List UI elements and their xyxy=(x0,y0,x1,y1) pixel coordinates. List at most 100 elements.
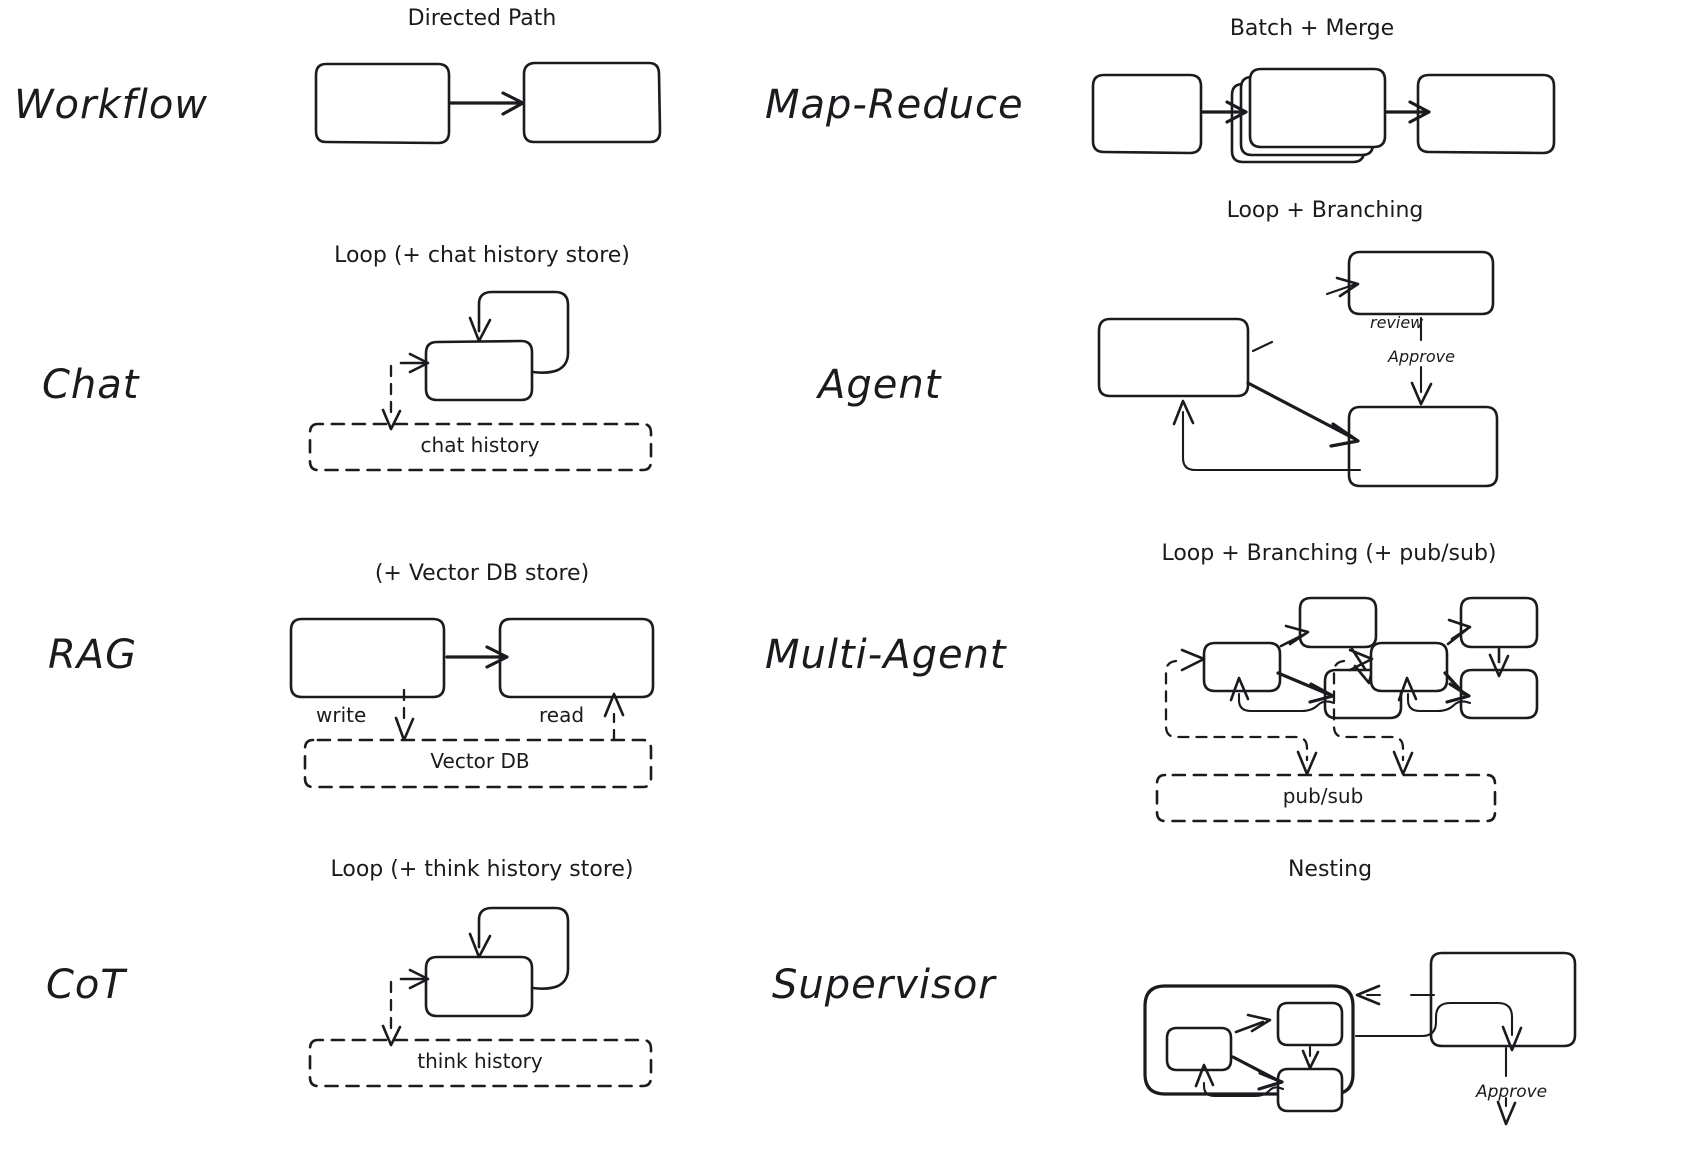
caption-cot: Loop (+ think history store) xyxy=(330,857,634,882)
caption-map-reduce: Batch + Merge xyxy=(1229,16,1395,41)
arrow-draft-to-summarize-loop xyxy=(1181,410,1362,472)
arrowhead-history-to-chat xyxy=(408,352,430,374)
multi-agent-group xyxy=(1155,596,1539,823)
edge-label-write: write xyxy=(316,703,367,727)
row-label-workflow: Workflow xyxy=(14,82,209,128)
arrowhead-summarize-to-draft-agent xyxy=(1329,422,1360,448)
row-label-multi-agent: Multi-Agent xyxy=(765,632,1007,678)
store-box-think-history[interactable] xyxy=(308,1038,653,1088)
node-box-review[interactable] xyxy=(1347,250,1495,316)
rag-group xyxy=(289,617,655,789)
ma2-arrowhead-right-to-left-loop xyxy=(1397,676,1418,702)
ma2-node-box-top[interactable] xyxy=(1459,596,1539,649)
arrowhead-reject xyxy=(1355,984,1381,1006)
self-loop-chat xyxy=(477,290,570,374)
arrow-summarize-to-draft-agent xyxy=(1246,381,1355,440)
node-box-map-chunks[interactable] xyxy=(1091,73,1203,155)
arrowhead-summarize-to-reduce xyxy=(1408,100,1431,124)
arrowhead-summarize-to-draft xyxy=(501,91,525,116)
arrowhead-need-review xyxy=(1335,276,1360,298)
arrowhead-map-to-summarize xyxy=(1225,100,1248,124)
caption-agent: Loop + Branching xyxy=(1226,198,1424,223)
edge-label-read: read xyxy=(539,703,585,727)
ma2-arrowhead-top-to-right xyxy=(1488,653,1510,678)
sup-arrow-bottom-to-left-loop xyxy=(1202,1081,1285,1098)
store-box-pub-sub[interactable] xyxy=(1155,773,1497,823)
arrowhead-draft-to-summarize-loop xyxy=(1172,399,1195,426)
row-label-chat: Chat xyxy=(42,362,140,408)
node-box-answer-questions[interactable] xyxy=(498,617,655,699)
agent-group xyxy=(1097,250,1499,488)
ma1-node-box-top[interactable] xyxy=(1298,596,1378,649)
chat-group xyxy=(308,290,653,472)
arrowhead-chat-to-history xyxy=(381,408,402,431)
cot-group xyxy=(308,906,653,1088)
sup-arrowhead-left-to-top xyxy=(1246,1013,1272,1033)
self-loop-cot xyxy=(477,906,570,990)
ma2-arrowhead-dashed-down xyxy=(1392,750,1414,776)
node-box-reduce-summaries[interactable] xyxy=(1416,73,1556,155)
arrowhead-upload-to-answer xyxy=(485,645,509,669)
arrow-need-review-2 xyxy=(1325,282,1358,296)
arrow-need-review xyxy=(1251,340,1274,353)
caption-chat: Loop (+ chat history store) xyxy=(334,243,630,268)
arrowhead-container-to-supervise xyxy=(1501,1025,1523,1052)
store-box-chat-history[interactable] xyxy=(308,422,653,472)
arrow-container-to-supervise xyxy=(1354,1001,1514,1038)
arrowhead-history-to-think xyxy=(408,968,430,990)
node-box-think[interactable] xyxy=(424,955,534,1018)
ma2-dashed-pubsub-loop xyxy=(1332,659,1405,762)
caption-supervisor: Nesting xyxy=(1287,857,1373,882)
sup-arrowhead-top-to-bottom xyxy=(1301,1049,1320,1070)
ma1-arrowhead-left-to-top xyxy=(1284,624,1310,646)
edge-label-approve-agent: Approve xyxy=(1388,347,1455,366)
ma1-dashed-pubsub-loop xyxy=(1164,659,1309,762)
map-reduce-group xyxy=(1091,67,1556,164)
ma1-arrow-right-to-left-loop xyxy=(1237,692,1336,713)
ma2-node-box-left[interactable] xyxy=(1369,641,1449,693)
node-box-draft-reply-workflow[interactable] xyxy=(522,61,662,144)
node-box-summarize-email-workflow[interactable] xyxy=(314,62,451,145)
sup-node-box-left[interactable] xyxy=(1165,1026,1233,1072)
node-box-summarize-email-agent[interactable] xyxy=(1097,317,1250,398)
edge-label-need-review-2: review xyxy=(1370,313,1424,332)
row-label-map-reduce: Map-Reduce xyxy=(765,82,1024,128)
node-box-summarize-chunk[interactable] xyxy=(1248,67,1387,149)
ma1-node-box-left[interactable] xyxy=(1202,641,1282,693)
arrowhead-read-from-vectordb xyxy=(603,692,625,718)
arrowhead-self-loop-cot xyxy=(468,932,492,959)
row-label-cot: CoT xyxy=(46,962,126,1008)
ma1-arrowhead-dashed-down xyxy=(1296,750,1318,776)
store-box-vector-db[interactable] xyxy=(303,738,653,789)
arrowhead-self-loop-chat xyxy=(468,316,492,343)
supervisor-group xyxy=(1143,951,1577,1126)
caption-multi-agent: Loop + Branching (+ pub/sub) xyxy=(1161,541,1497,566)
row-label-agent: Agent xyxy=(818,362,942,408)
edge-label-approve-sup: Approve xyxy=(1476,1082,1548,1102)
sup-arrow-left-to-top xyxy=(1234,1020,1265,1034)
node-box-upload-documents[interactable] xyxy=(289,617,446,699)
node-box-draft-reply-agent[interactable] xyxy=(1347,405,1499,488)
node-box-chat[interactable] xyxy=(424,339,534,402)
ma2-arrowhead-dashed-in xyxy=(1348,648,1374,672)
ma1-arrowhead-dashed-in xyxy=(1180,648,1206,672)
arrowhead-approve-agent xyxy=(1410,381,1433,406)
ma2-arrowhead-left-to-top xyxy=(1447,618,1472,641)
arrowhead-write-to-vectordb xyxy=(394,716,415,742)
row-label-supervisor: Supervisor xyxy=(772,962,996,1008)
sup-node-box-top[interactable] xyxy=(1276,1001,1344,1047)
caption-workflow: Directed Path xyxy=(407,6,557,31)
sup-node-box-bottom[interactable] xyxy=(1276,1067,1344,1113)
node-box-supervise[interactable] xyxy=(1429,951,1577,1048)
workflow-group xyxy=(314,61,662,145)
ma2-node-box-right[interactable] xyxy=(1459,668,1539,720)
arrowhead-think-to-history xyxy=(381,1024,402,1047)
row-label-rag: RAG xyxy=(48,632,138,678)
sup-arrowhead-bottom-to-left-loop xyxy=(1194,1063,1215,1088)
sup-arrowhead-left-to-bottom xyxy=(1257,1071,1284,1091)
caption-rag: (+ Vector DB store) xyxy=(374,561,590,586)
arrowhead-supervise-approve xyxy=(1496,1100,1517,1126)
ma2-arrowhead-left-to-right xyxy=(1445,682,1471,704)
